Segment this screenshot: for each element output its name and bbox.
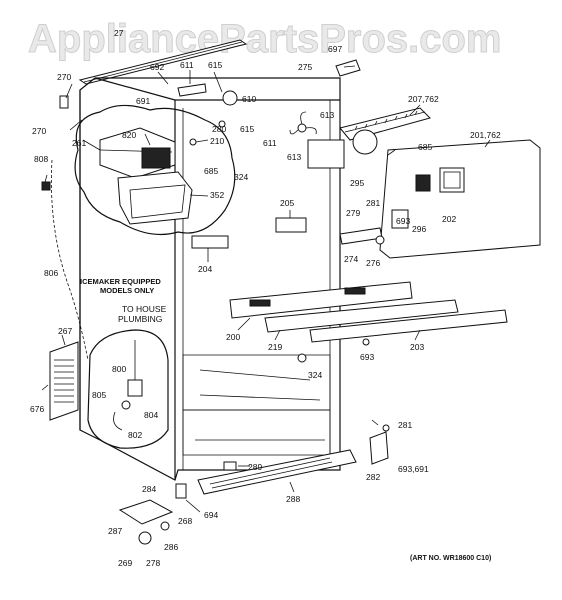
callout-295: 295 <box>350 178 364 188</box>
control-panel-cover <box>379 139 541 259</box>
icemaker-note-line1: ICEMAKER EQUIPPED <box>80 277 161 286</box>
icemaker-outline <box>74 104 236 235</box>
callout-280: 280 <box>212 124 226 134</box>
callout-275: 275 <box>298 62 312 72</box>
callout-691: 691 <box>136 96 150 106</box>
callout-324b: 324 <box>308 370 322 380</box>
plumbing-note-line1: TO HOUSE <box>122 304 167 314</box>
water-line <box>50 159 89 361</box>
callout-692: 692 <box>150 62 164 72</box>
callout-805: 805 <box>92 390 106 400</box>
callout-270a: 270 <box>57 72 71 82</box>
bottom-grille <box>197 449 357 495</box>
bracket-204 <box>191 235 229 249</box>
icemaker-module <box>99 127 176 179</box>
ice-bucket <box>117 171 193 225</box>
callout-820: 820 <box>122 130 136 140</box>
callout-202: 202 <box>442 214 456 224</box>
callout-276: 276 <box>366 258 380 268</box>
screw-210 <box>189 138 197 146</box>
callout-611a: 611 <box>180 60 194 70</box>
callout-27: 27 <box>114 28 124 38</box>
screw-693 <box>362 338 370 346</box>
callout-281a: 281 <box>366 198 380 208</box>
nut-281 <box>382 424 390 432</box>
callout-693b: 693 <box>360 352 374 362</box>
callout-267: 267 <box>58 326 72 336</box>
support-289 <box>223 461 237 471</box>
callout-693-691: 693,691 <box>398 464 429 474</box>
callout-268: 268 <box>178 516 192 526</box>
callout-693a: 693 <box>396 216 410 226</box>
icemaker-note-line2: MODELS ONLY <box>100 286 154 295</box>
motor-615 <box>222 90 238 106</box>
watermark-text: AppliancePartsPros.com <box>28 17 502 61</box>
clip-808 <box>41 181 51 191</box>
callout-615b: 615 <box>240 124 254 134</box>
callout-685a: 685 <box>204 166 218 176</box>
bracket-284 <box>175 483 187 499</box>
bracket-282 <box>369 431 389 465</box>
callout-278: 278 <box>146 558 160 568</box>
bracket-274-276 <box>339 209 409 245</box>
callout-800: 800 <box>112 364 126 374</box>
callout-269: 269 <box>118 558 132 568</box>
callout-806: 806 <box>44 268 58 278</box>
plumbing-outline <box>87 329 169 449</box>
callout-289: 289 <box>248 462 262 472</box>
callout-284: 284 <box>142 484 156 494</box>
callout-286: 286 <box>164 542 178 552</box>
callout-808: 808 <box>34 154 48 164</box>
plumbing-note-line2: PLUMBING <box>118 314 162 324</box>
callout-203: 203 <box>410 342 424 352</box>
callout-261: 261 <box>72 138 86 148</box>
leader-lines <box>41 65 491 513</box>
callout-270b: 270 <box>32 126 46 136</box>
trim-strips <box>229 281 508 343</box>
callout-676: 676 <box>30 404 44 414</box>
callout-288: 288 <box>286 494 300 504</box>
callout-324a: 324 <box>234 172 248 182</box>
callout-694: 694 <box>204 510 218 520</box>
bracket-275 <box>335 59 361 77</box>
callout-697: 697 <box>328 44 342 54</box>
callout-281b: 281 <box>398 420 412 430</box>
callout-802: 802 <box>128 430 142 440</box>
callout-804: 804 <box>144 410 158 420</box>
leveling-plate <box>118 499 174 545</box>
callout-279: 279 <box>346 208 360 218</box>
bracket-611 <box>177 83 207 97</box>
callout-615a: 615 <box>208 60 222 70</box>
callout-204: 204 <box>198 264 212 274</box>
callout-352: 352 <box>210 190 224 200</box>
top-trim-bar <box>78 39 248 85</box>
callout-287: 287 <box>108 526 122 536</box>
callout-611b: 611 <box>263 138 277 148</box>
callout-200: 200 <box>226 332 240 342</box>
left-side-panel <box>49 341 79 421</box>
callout-685b: 685 <box>418 142 432 152</box>
callout-282: 282 <box>366 472 380 482</box>
control-housing <box>307 107 431 169</box>
part-270 <box>59 95 69 109</box>
callout-205: 205 <box>280 198 294 208</box>
callout-610: 610 <box>242 94 256 104</box>
callout-296: 296 <box>412 224 426 234</box>
art-number: (ART NO. WR18600 C10) <box>410 555 491 562</box>
callout-613a: 613 <box>320 110 334 120</box>
callout-274: 274 <box>344 254 358 264</box>
callout-210: 210 <box>210 136 224 146</box>
clip-280 <box>218 120 226 128</box>
callout-207-762: 207,762 <box>408 94 439 104</box>
callout-613b: 613 <box>287 152 301 162</box>
fan-blade <box>289 111 317 135</box>
bracket-205 <box>275 217 307 233</box>
callout-219: 219 <box>268 342 282 352</box>
callout-201-762: 201,762 <box>470 130 501 140</box>
water-valve <box>113 340 143 431</box>
knob-324 <box>297 353 307 363</box>
